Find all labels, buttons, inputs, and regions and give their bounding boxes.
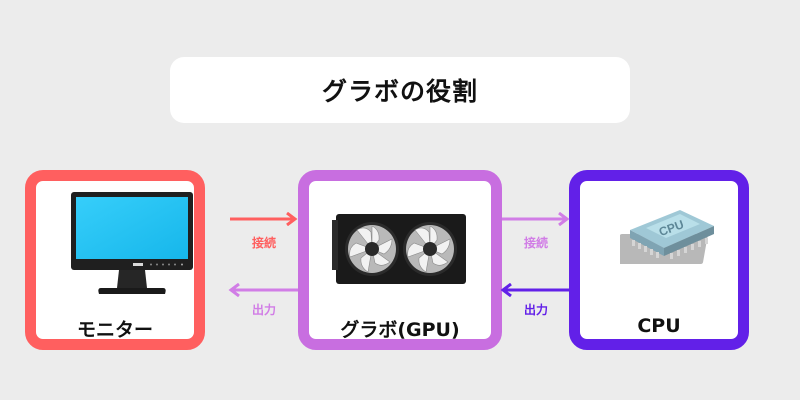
cpu-chip-icon: CPU	[620, 210, 714, 264]
gpu-label: グラボ(GPU)	[340, 319, 460, 341]
gpu-node: グラボ(GPU)	[298, 170, 502, 350]
title-box: グラボの役割	[170, 57, 630, 123]
arrow-gpu-to-cpu	[502, 212, 570, 226]
edge-label-gpu-to-monitor: 出力	[251, 303, 276, 317]
cpu-node: CPU CPU	[569, 170, 749, 350]
edge-label-cpu-to-gpu: 出力	[523, 303, 548, 317]
arrow-cpu-to-gpu	[500, 283, 570, 297]
monitor-icon	[71, 192, 193, 294]
diagram-title: グラボの役割	[321, 77, 478, 106]
monitor-label: モニター	[76, 319, 153, 341]
graphics-card-icon	[332, 214, 466, 284]
cpu-label: CPU	[637, 315, 681, 337]
edge-label-monitor-to-gpu: 接続	[251, 236, 276, 250]
monitor-node: モニター	[25, 170, 205, 350]
edge-label-gpu-to-cpu: 接続	[523, 236, 548, 250]
arrow-gpu-to-monitor	[228, 283, 298, 297]
arrow-monitor-to-gpu	[230, 212, 298, 226]
